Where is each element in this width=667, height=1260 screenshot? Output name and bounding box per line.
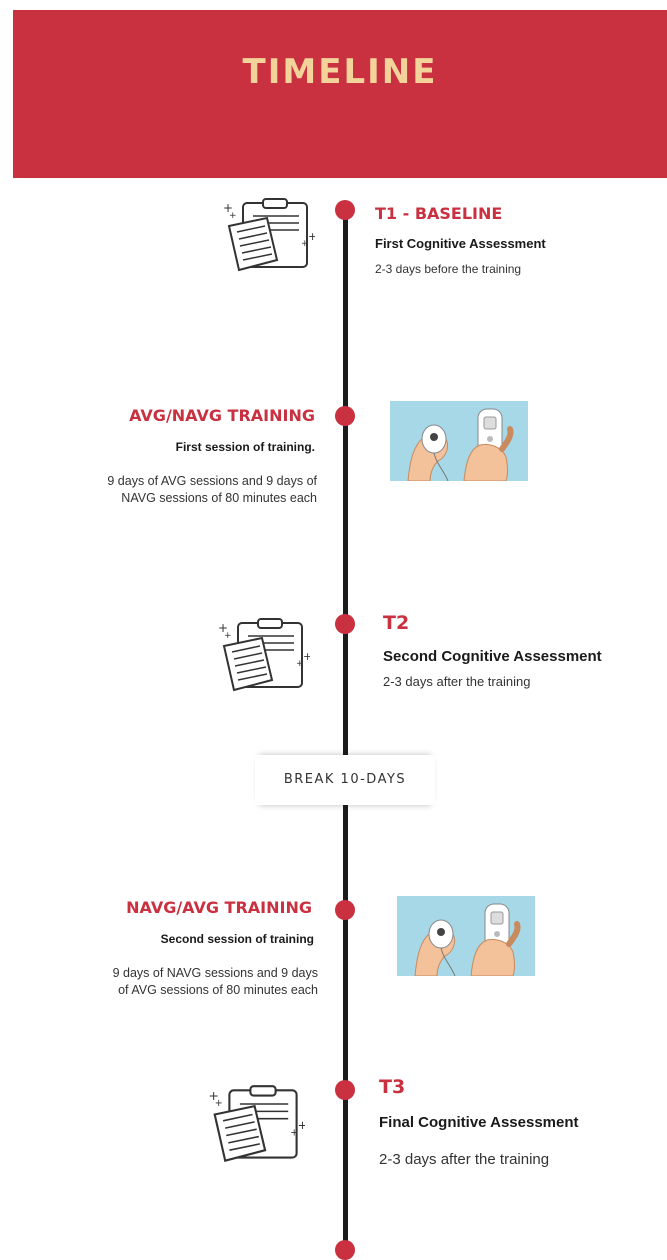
timeline-header: TIMELINE xyxy=(13,10,667,178)
event-subtitle-t2: Second Cognitive Assessment xyxy=(383,648,602,665)
timeline-axis xyxy=(343,208,348,1253)
svg-text:+: + xyxy=(223,201,233,215)
svg-text:+: + xyxy=(218,621,228,635)
event-detail-t1: 2-3 days before the training xyxy=(375,262,522,276)
event-subtitle-t3: Final Cognitive Assessment xyxy=(379,1114,579,1131)
timeline-dot-training-1 xyxy=(335,406,355,426)
clipboard-documents-icon: + + + + xyxy=(223,198,315,272)
event-detail-t3: 2-3 days after the training xyxy=(379,1151,550,1168)
event-detail-line1: 9 days of AVG sessions and 9 days of xyxy=(107,474,317,488)
event-title-training-1: AVG/NAVG TRAINING xyxy=(129,406,315,425)
timeline-dot-t1 xyxy=(335,200,355,220)
clipboard-documents-icon: + + + + xyxy=(218,618,310,692)
timeline-dot-t2 xyxy=(335,614,355,634)
event-detail-line2: NAVG sessions of 80 minutes each xyxy=(121,491,317,505)
timeline-dot-end xyxy=(335,1240,355,1260)
event-detail-line1: 9 days of NAVG sessions and 9 days xyxy=(112,966,318,980)
svg-text:+: + xyxy=(290,1128,298,1139)
event-detail-line2: of AVG sessions of 80 minutes each xyxy=(118,983,318,997)
svg-text:+: + xyxy=(301,239,309,249)
wii-remote-hands-photo xyxy=(397,896,535,976)
svg-text:+: + xyxy=(229,211,237,221)
svg-text:+: + xyxy=(224,631,232,641)
timeline-dot-t3 xyxy=(335,1080,355,1100)
event-title-t1: T1 - BASELINE xyxy=(375,204,503,223)
event-detail-training-2: 9 days of NAVG sessions and 9 days of AV… xyxy=(40,965,318,999)
svg-text:+: + xyxy=(298,1118,305,1132)
svg-text:+: + xyxy=(208,1088,219,1103)
event-title-training-2: NAVG/AVG TRAINING xyxy=(126,898,312,917)
wii-remote-hands-photo xyxy=(390,401,528,481)
event-detail-t2: 2-3 days after the training xyxy=(383,674,531,689)
svg-text:+: + xyxy=(296,659,304,669)
svg-text:+: + xyxy=(303,650,310,663)
timeline-dot-training-2 xyxy=(335,900,355,920)
event-subtitle-training-1: First session of training. xyxy=(175,440,315,454)
event-subtitle-t1: First Cognitive Assessment xyxy=(375,236,546,251)
page-title: TIMELINE xyxy=(242,52,438,92)
event-detail-training-1: 9 days of AVG sessions and 9 days of NAV… xyxy=(40,473,317,507)
event-title-t3: T3 xyxy=(379,1076,406,1098)
clipboard-documents-icon: + + + + xyxy=(208,1085,305,1162)
break-band xyxy=(255,755,435,805)
event-title-t2: T2 xyxy=(383,612,410,634)
break-label: BREAK 10-DAYS xyxy=(283,772,407,787)
event-subtitle-training-2: Second session of training xyxy=(160,932,314,946)
svg-text:+: + xyxy=(215,1098,223,1109)
svg-text:+: + xyxy=(308,230,315,243)
